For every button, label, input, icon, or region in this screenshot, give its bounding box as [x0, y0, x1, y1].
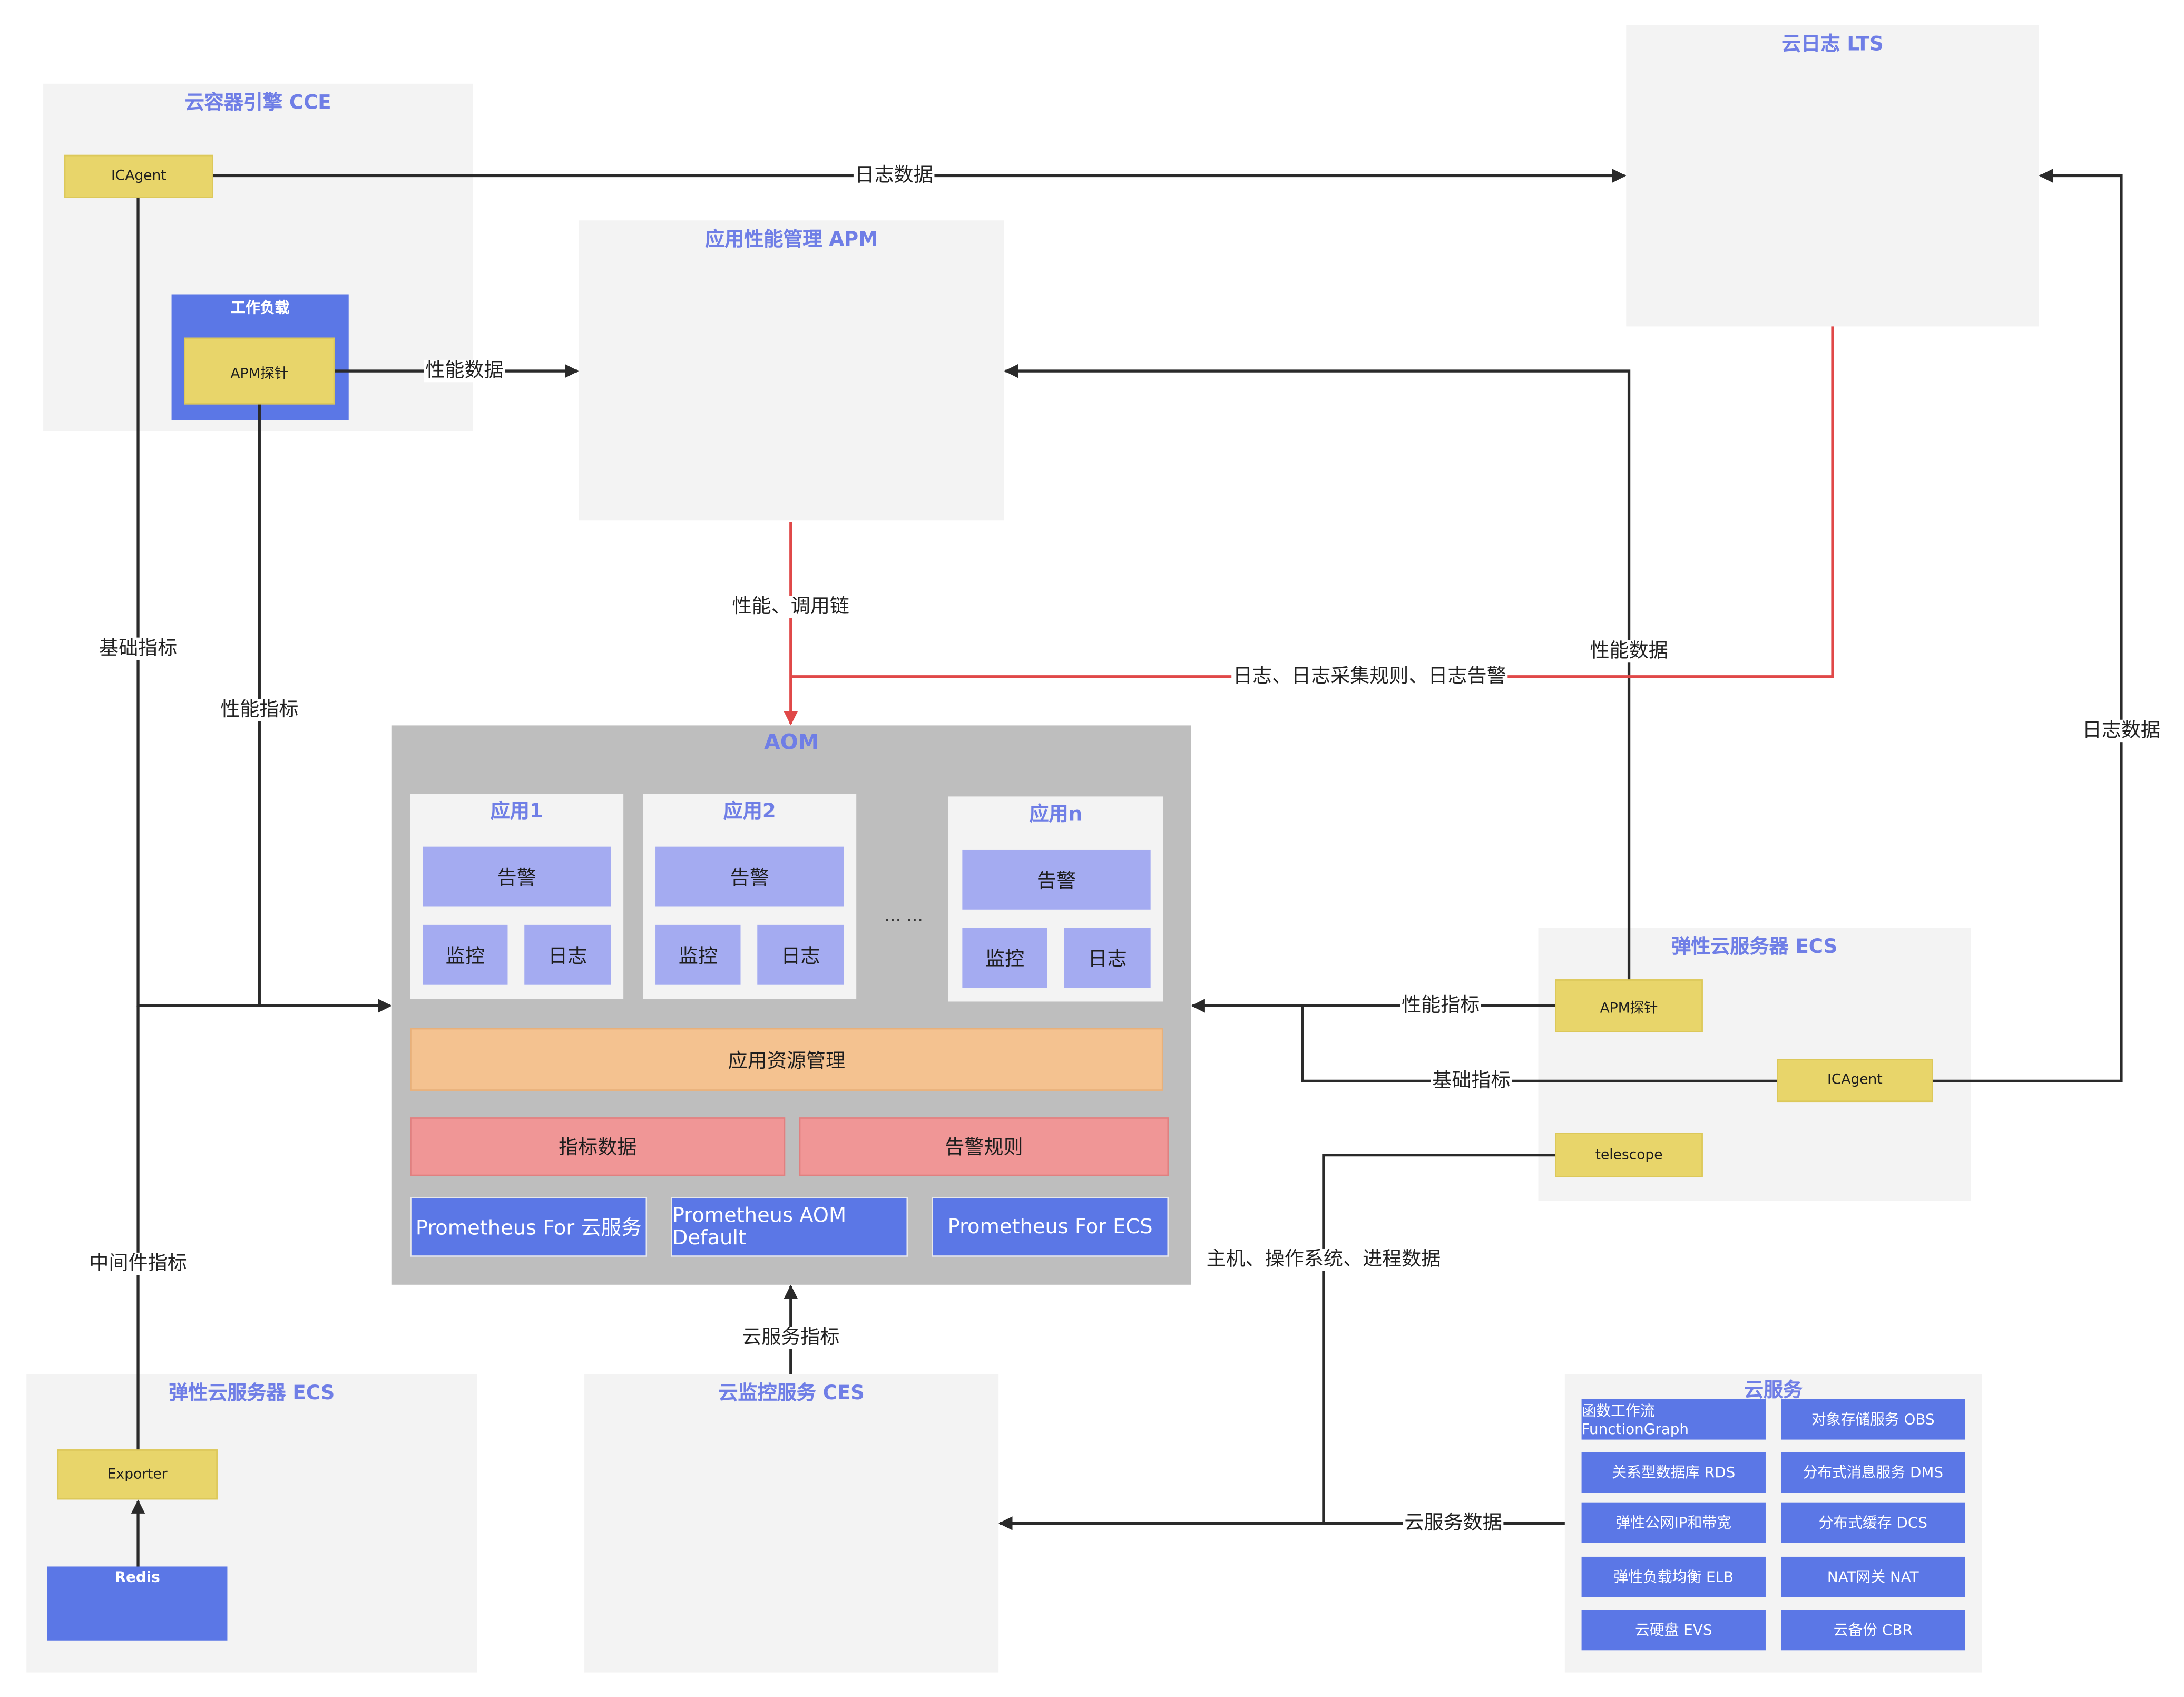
- exporter[interactable]: Exporter: [57, 1449, 218, 1500]
- edge-ecs-apm-to-apm: [1004, 364, 1631, 980]
- alarm-rules[interactable]: 告警规则: [799, 1117, 1169, 1176]
- edge-label: 性能、调用链: [730, 596, 851, 618]
- cloud-service-item[interactable]: 函数工作流 FunctionGraph: [1581, 1399, 1766, 1440]
- edge-label: 中间件指标: [87, 1252, 189, 1275]
- group-ces-title: 云监控服务 CES: [718, 1382, 865, 1405]
- redis[interactable]: Redis: [47, 1566, 228, 1641]
- group-lts: 云日志 LTS: [1626, 25, 2039, 327]
- cloud-service-item[interactable]: 关系型数据库 RDS: [1581, 1452, 1766, 1493]
- cloud-service-item[interactable]: 分布式缓存 DCS: [1781, 1502, 1965, 1543]
- group-ecs-left-title: 弹性云服务器 ECS: [169, 1382, 335, 1405]
- prometheus-aom-default[interactable]: Prometheus AOM Default: [671, 1197, 908, 1257]
- edge-label: 日志、日志采集规则、日志告警: [1231, 665, 1508, 688]
- group-ces: 云监控服务 CES: [584, 1374, 999, 1673]
- edge-label: 日志数据: [2081, 719, 2162, 743]
- apps-ellipsis: … …: [884, 905, 923, 925]
- edge-ecs-icagent-to-lts: [1933, 169, 2123, 1082]
- app-log[interactable]: 日志: [524, 924, 611, 985]
- edge-ecs-icagent-to-aom: [1301, 1006, 1777, 1082]
- edge-icagent-to-aom: [136, 198, 392, 1013]
- edge-label: 基础指标: [1431, 1070, 1512, 1093]
- icagent-cce[interactable]: ICAgent: [64, 154, 213, 198]
- edge-label: 日志数据: [853, 164, 935, 187]
- edge-label: 性能指标: [219, 699, 300, 721]
- group-lts-title: 云日志 LTS: [1781, 33, 1884, 56]
- edge-label: 云服务指标: [740, 1327, 841, 1349]
- prometheus-ecs[interactable]: Prometheus For ECS: [932, 1197, 1169, 1257]
- group-apm-title: 应用性能管理 APM: [705, 229, 878, 251]
- app-monitor[interactable]: 监控: [423, 924, 508, 985]
- cloud-service-item[interactable]: 弹性公网IP和带宽: [1581, 1502, 1766, 1543]
- edge-label: 基础指标: [97, 637, 179, 660]
- group-apm: 应用性能管理 APM: [579, 220, 1004, 521]
- cloud-service-item[interactable]: 云硬盘 EVS: [1581, 1610, 1766, 1651]
- edge-telescope-to-ces: [1322, 1153, 1555, 1524]
- telescope[interactable]: telescope: [1555, 1133, 1703, 1177]
- group-ecs-right-title: 弹性云服务器 ECS: [1671, 936, 1838, 959]
- app-alarm[interactable]: 告警: [655, 846, 844, 907]
- edge-label: 性能数据: [1588, 640, 1670, 663]
- app-log[interactable]: 日志: [1064, 928, 1151, 988]
- resource-management[interactable]: 应用资源管理: [410, 1028, 1163, 1091]
- app-monitor[interactable]: 监控: [655, 924, 741, 985]
- app-log[interactable]: 日志: [757, 924, 844, 985]
- edge-label: 性能数据: [424, 359, 505, 383]
- group-cce-title: 云容器引擎 CCE: [184, 92, 331, 115]
- cloud-service-item[interactable]: 对象存储服务 OBS: [1781, 1399, 1965, 1440]
- app-title: 应用n: [1029, 803, 1082, 826]
- apm-probe-cce[interactable]: APM探针: [184, 337, 335, 405]
- group-cloud-services-title: 云服务: [1744, 1379, 1803, 1402]
- cloud-service-item[interactable]: 云备份 CBR: [1781, 1610, 1965, 1651]
- edge-label: 性能指标: [1400, 994, 1482, 1017]
- cloud-service-item[interactable]: 分布式消息服务 DMS: [1781, 1452, 1965, 1493]
- metric-data[interactable]: 指标数据: [410, 1117, 786, 1176]
- group-aom-title: AOM: [764, 729, 819, 755]
- icagent-ecs[interactable]: ICAgent: [1777, 1058, 1933, 1103]
- app-alarm[interactable]: 告警: [423, 846, 611, 907]
- prometheus-cloud[interactable]: Prometheus For 云服务: [410, 1197, 648, 1257]
- redis-label: Redis: [114, 1569, 160, 1586]
- edge-label: 主机、操作系统、进程数据: [1204, 1248, 1442, 1271]
- cloud-service-item[interactable]: 弹性负载均衡 ELB: [1581, 1556, 1766, 1597]
- apm-probe-ecs[interactable]: APM探针: [1555, 979, 1703, 1032]
- edge-label: 云服务数据: [1403, 1512, 1504, 1535]
- app-title: 应用2: [723, 801, 776, 823]
- app-title: 应用1: [490, 801, 543, 823]
- edge-lts-to-aom: [790, 326, 1834, 678]
- app-alarm[interactable]: 告警: [962, 849, 1151, 910]
- app-monitor[interactable]: 监控: [962, 928, 1047, 988]
- workload-title: 工作负载: [231, 300, 290, 317]
- cloud-service-item[interactable]: NAT网关 NAT: [1781, 1556, 1965, 1597]
